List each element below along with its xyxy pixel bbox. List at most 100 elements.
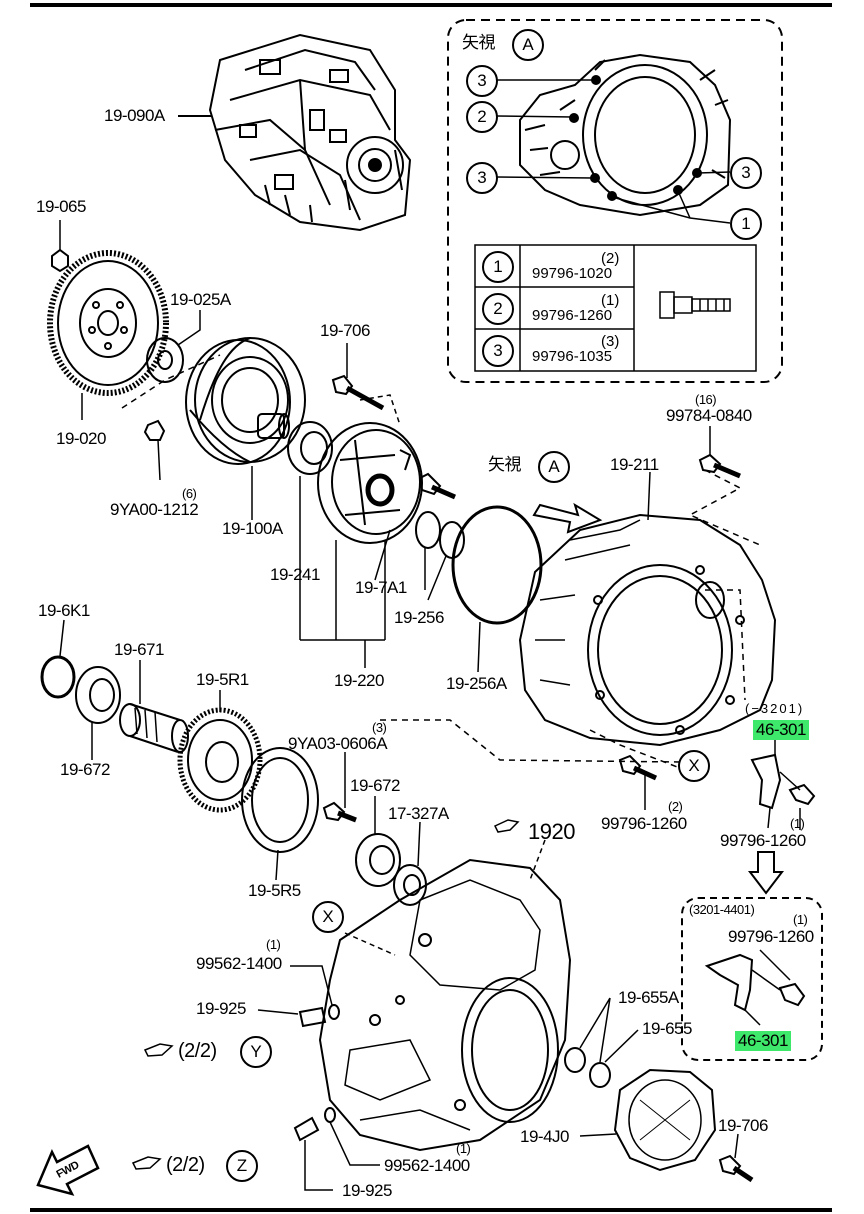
spacer-19-025A [146, 310, 201, 383]
view-a-direction-arrow [532, 502, 603, 534]
label-99796-1260-a: 99796-1260 [601, 814, 687, 833]
label-19-256A: 19-256A [446, 674, 507, 693]
label-99796-1260-a-qty: (2) [668, 799, 683, 814]
label-19-672-mid: 19-672 [350, 776, 400, 795]
label-X-mid: X [678, 750, 710, 782]
version-box [681, 897, 823, 1061]
label-9YA03-0606A: 9YA03-0606A [288, 734, 388, 753]
callout-2: 2 [466, 101, 498, 133]
cover-19-4J0 [579, 1068, 717, 1172]
label-19-5R5: 19-5R5 [248, 881, 301, 900]
case-19-5R5 [241, 747, 319, 881]
version-arrow [747, 851, 785, 895]
label-19-090A: 19-090A [104, 106, 165, 125]
label-99562-1400-a: 99562-1400 [196, 954, 282, 973]
label-99796-1260-c: 99796-1260 [728, 927, 814, 946]
label-19-020: 19-020 [56, 429, 106, 448]
view-a-letter: A [512, 29, 544, 61]
bracket-46-301-b [704, 949, 806, 1026]
leader-19-256A [477, 621, 481, 673]
label-46-301-a: 46-301 [753, 720, 809, 740]
drive-plate-drawing [47, 250, 169, 396]
view-a-housing-drawing [519, 53, 732, 217]
table-qty-2: (1) [601, 292, 620, 309]
transaxle-case-drawing [318, 839, 572, 1152]
label-99796-1260-b: 99796-1260 [720, 831, 806, 850]
table-part-2: 99796-1260 [532, 307, 613, 324]
callout-3c: 3 [730, 157, 762, 189]
label-9YA00-qty: (6) [182, 486, 197, 501]
label-46-301-b: 46-301 [735, 1031, 791, 1051]
label-19-5R1: 19-5R1 [196, 670, 249, 689]
ref-2-2-Y[interactable]: (2/2) [178, 1040, 217, 1062]
ref-1920[interactable]: 1920 [528, 819, 575, 844]
label-19-672-left: 19-672 [60, 760, 110, 779]
label-19-100A: 19-100A [222, 519, 283, 538]
bracket-46-301-a [750, 740, 816, 829]
label-99784-0840: 99784-0840 [666, 406, 752, 425]
label-Z[interactable]: Z [226, 1150, 258, 1182]
label-Y[interactable]: Y [240, 1036, 272, 1068]
label-19-256: 19-256 [394, 608, 444, 627]
label-19-241: 19-241 [270, 565, 320, 584]
plug-19-925-b [293, 1107, 380, 1191]
label-X-left: X [312, 901, 344, 933]
bolt-icon [659, 291, 731, 319]
plug-19-925-a [257, 965, 340, 1028]
view-a-leaders [496, 79, 731, 224]
label-9YA03-qty: (3) [372, 720, 387, 735]
bolt-19-706-bot [718, 1133, 754, 1183]
table-qty-1: (2) [601, 250, 620, 267]
o-rings-19-655 [564, 997, 639, 1088]
table-no-3: 3 [482, 335, 514, 367]
ref-2-2-Z[interactable]: (2/2) [166, 1154, 205, 1176]
label-19-6K1: 19-6K1 [38, 601, 90, 620]
table-part-3: 99796-1035 [532, 348, 613, 365]
gasket-19-256A [451, 505, 543, 625]
label-19-671: 19-671 [114, 640, 164, 659]
leader-19-6K1 [59, 619, 65, 657]
bolt-9YA03-0606A [322, 752, 357, 823]
nut-19-065 [51, 220, 69, 273]
pointer-hand-icon [131, 819, 520, 1170]
drive-gear-19-671 [119, 660, 189, 753]
label-19-4J0: 19-4J0 [520, 1127, 569, 1146]
callout-3b: 3 [466, 162, 498, 194]
bolt-19-706-top [331, 343, 401, 426]
oil-seal-19-241 [287, 421, 333, 475]
view-a-arrow-letter: A [538, 451, 570, 483]
bracket-19-220 [299, 476, 391, 668]
oil-pump-drawing [317, 422, 423, 544]
torque-converter-drawing [185, 337, 306, 520]
label-99784-qty: (16) [695, 392, 717, 407]
label-19-925-b: 19-925 [342, 1181, 392, 1200]
callout-3a: 3 [466, 65, 498, 97]
ring-gear-19-5R1 [177, 690, 263, 813]
label-17-327A: 17-327A [388, 804, 449, 823]
transaxle-assembly-drawing [208, 33, 412, 232]
label-19-925-a: 19-925 [196, 999, 246, 1018]
table-no-2: 2 [482, 293, 514, 325]
dashed-leader-X-left [344, 932, 396, 956]
callout-1: 1 [730, 208, 762, 240]
bolt-oil-pump [418, 472, 456, 500]
converter-housing-drawing [518, 471, 777, 747]
label-9YA00-1212: 9YA00-1212 [110, 500, 199, 519]
bearing-19-672-left [75, 666, 121, 760]
table-qty-3: (3) [601, 333, 620, 350]
label-19-706-bot: 19-706 [718, 1116, 768, 1135]
label-range-2: (3201-4401) [689, 902, 755, 917]
label-99562-1400-b-qty: (1) [456, 1141, 471, 1156]
view-a-title: 矢視 [462, 33, 496, 52]
view-a-arrow-title: 矢視 [488, 455, 522, 474]
label-99562-1400-b: 99562-1400 [384, 1156, 470, 1175]
label-19-655: 19-655 [642, 1019, 692, 1038]
label-99562-1400-a-qty: (1) [266, 937, 281, 952]
label-19-065: 19-065 [36, 197, 86, 216]
view-a-table [474, 244, 757, 372]
label-19-220: 19-220 [334, 671, 384, 690]
housing-dashed-leaders [589, 469, 761, 769]
table-no-1: 1 [482, 251, 514, 283]
